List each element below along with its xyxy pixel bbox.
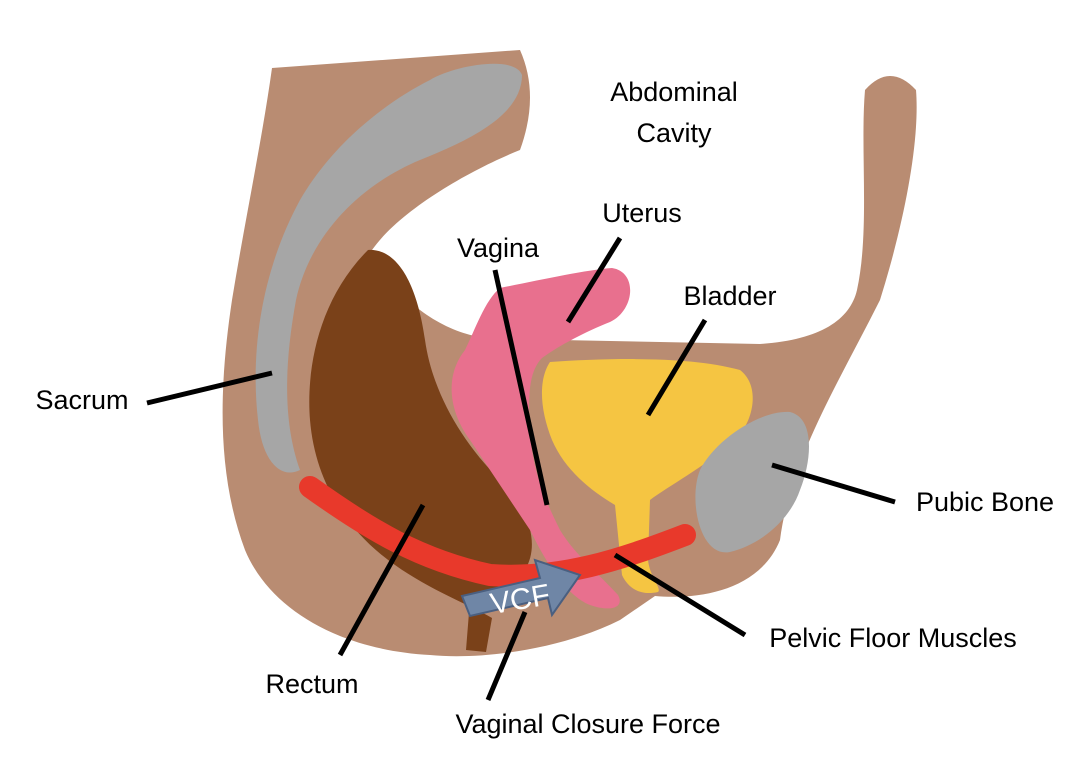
vagina-label: Vagina [457, 233, 540, 263]
vaginal-closure-force-label: Vaginal Closure Force [455, 709, 720, 739]
rectum-organ [309, 249, 532, 652]
pubic-bone [695, 411, 810, 553]
right-arrow-icon [460, 558, 582, 618]
rectum-leader-line [337, 503, 426, 657]
uterus-label: Uterus [602, 198, 682, 228]
bladder-label: Bladder [683, 281, 776, 311]
abdominal-cavity-label-line2: Cavity [636, 118, 712, 148]
vaginal-closure-force-leader-line [485, 611, 528, 701]
uterus-leader-line [565, 236, 623, 324]
pubic-bone-label: Pubic Bone [916, 487, 1054, 517]
sacrum-bone [255, 63, 522, 473]
abdominal-cavity-label-line1: Abdominal [610, 77, 738, 107]
rectum-label: Rectum [265, 669, 358, 699]
vagina-leader-line [492, 269, 550, 506]
pelvic-floor-muscles-label: Pelvic Floor Muscles [769, 623, 1017, 653]
pelvic-floor-muscle-band [299, 476, 696, 587]
bladder-organ [541, 359, 753, 594]
pubic-bone-leader-line [771, 462, 896, 505]
pelvic-floor-muscles-leader-line [613, 552, 747, 638]
bladder-leader-line [645, 318, 708, 417]
uterus-vagina-organ [451, 268, 631, 609]
sacrum-label: Sacrum [35, 385, 128, 415]
sacrum-leader-line [146, 370, 273, 406]
